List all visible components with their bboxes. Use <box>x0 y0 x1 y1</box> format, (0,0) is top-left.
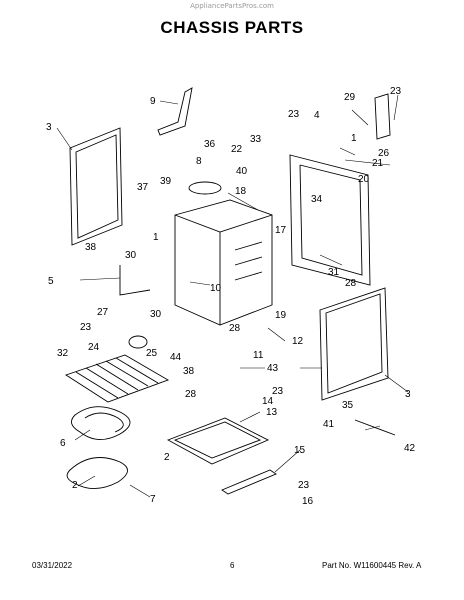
callout-16: 16 <box>302 496 314 507</box>
callout-43: 43 <box>267 363 279 374</box>
callout-34: 34 <box>311 194 323 205</box>
callout-18: 18 <box>235 186 247 197</box>
callout-21: 21 <box>372 158 384 169</box>
footer-date: 03/31/2022 <box>32 561 73 570</box>
callout-23-top: 23 <box>288 109 300 120</box>
footer-part-number: Part No. W11600445 Rev. A <box>322 561 422 570</box>
broil-element <box>66 457 128 489</box>
callout-24: 24 <box>88 342 100 353</box>
drawer-glide <box>221 469 277 495</box>
bracket-29 <box>374 93 391 140</box>
callout-labels: 9 3 36 8 22 33 23 4 29 23 1 26 21 40 20 … <box>46 86 416 507</box>
gasket <box>128 335 148 349</box>
callout-23-bottom: 23 <box>298 480 310 491</box>
callout-13: 13 <box>266 407 278 418</box>
callout-1-top: 1 <box>351 133 357 144</box>
callout-8: 8 <box>196 156 202 167</box>
callout-33: 33 <box>250 134 262 145</box>
callout-3-right: 3 <box>405 389 411 400</box>
callout-12: 12 <box>292 336 304 347</box>
callout-9: 9 <box>150 96 156 107</box>
callout-15: 15 <box>294 445 306 456</box>
callout-22: 22 <box>231 144 243 155</box>
callout-4: 4 <box>314 110 320 121</box>
callout-42: 42 <box>404 443 416 454</box>
callout-25: 25 <box>146 348 158 359</box>
callout-32: 32 <box>57 348 69 359</box>
callout-28-low: 28 <box>185 389 197 400</box>
footer-page-number: 6 <box>230 561 235 570</box>
hinge <box>157 87 193 136</box>
vent <box>188 181 222 195</box>
callout-10: 10 <box>210 283 222 294</box>
oven-cavity <box>174 199 273 326</box>
callout-23-mid: 23 <box>80 322 92 333</box>
leader-lines <box>56 94 409 498</box>
door-panel-left <box>69 127 123 246</box>
callout-1: 1 <box>153 232 159 243</box>
callout-29: 29 <box>344 92 356 103</box>
oven-rack <box>64 354 170 403</box>
callout-3: 3 <box>46 122 52 133</box>
callout-38-left: 38 <box>85 242 97 253</box>
callout-14: 14 <box>262 396 274 407</box>
rod <box>119 265 151 296</box>
callout-7: 7 <box>150 494 156 505</box>
callout-44: 44 <box>170 352 182 363</box>
callout-2-b: 2 <box>72 480 78 491</box>
callout-2: 2 <box>164 452 170 463</box>
door-panel-right <box>319 287 389 401</box>
storage-drawer <box>166 417 270 465</box>
callout-11: 11 <box>253 350 264 361</box>
callout-40: 40 <box>236 166 248 177</box>
callout-30-b: 30 <box>150 309 162 320</box>
callout-23-low: 23 <box>272 386 284 397</box>
callout-17: 17 <box>275 225 287 236</box>
callout-6: 6 <box>60 438 66 449</box>
callout-28-mid: 28 <box>229 323 241 334</box>
callout-19: 19 <box>275 310 287 321</box>
callout-30: 30 <box>125 250 137 261</box>
callout-35: 35 <box>342 400 354 411</box>
back-panel <box>289 154 371 286</box>
callout-23-right: 23 <box>390 86 402 97</box>
callout-31: 31 <box>328 267 340 278</box>
callout-26: 26 <box>378 148 390 159</box>
callout-41: 41 <box>323 419 335 430</box>
callout-36: 36 <box>204 139 216 150</box>
callout-38-mid: 38 <box>183 366 195 377</box>
callout-28-right: 28 <box>345 278 357 289</box>
callout-39: 39 <box>160 176 172 187</box>
page-title: CHASSIS PARTS <box>160 18 304 37</box>
callout-5: 5 <box>48 276 54 287</box>
callout-37: 37 <box>137 182 149 193</box>
bake-element <box>71 406 131 440</box>
watermark: AppliancePartsPros.com <box>190 2 274 10</box>
callout-27: 27 <box>97 307 109 318</box>
callout-20: 20 <box>358 174 370 185</box>
